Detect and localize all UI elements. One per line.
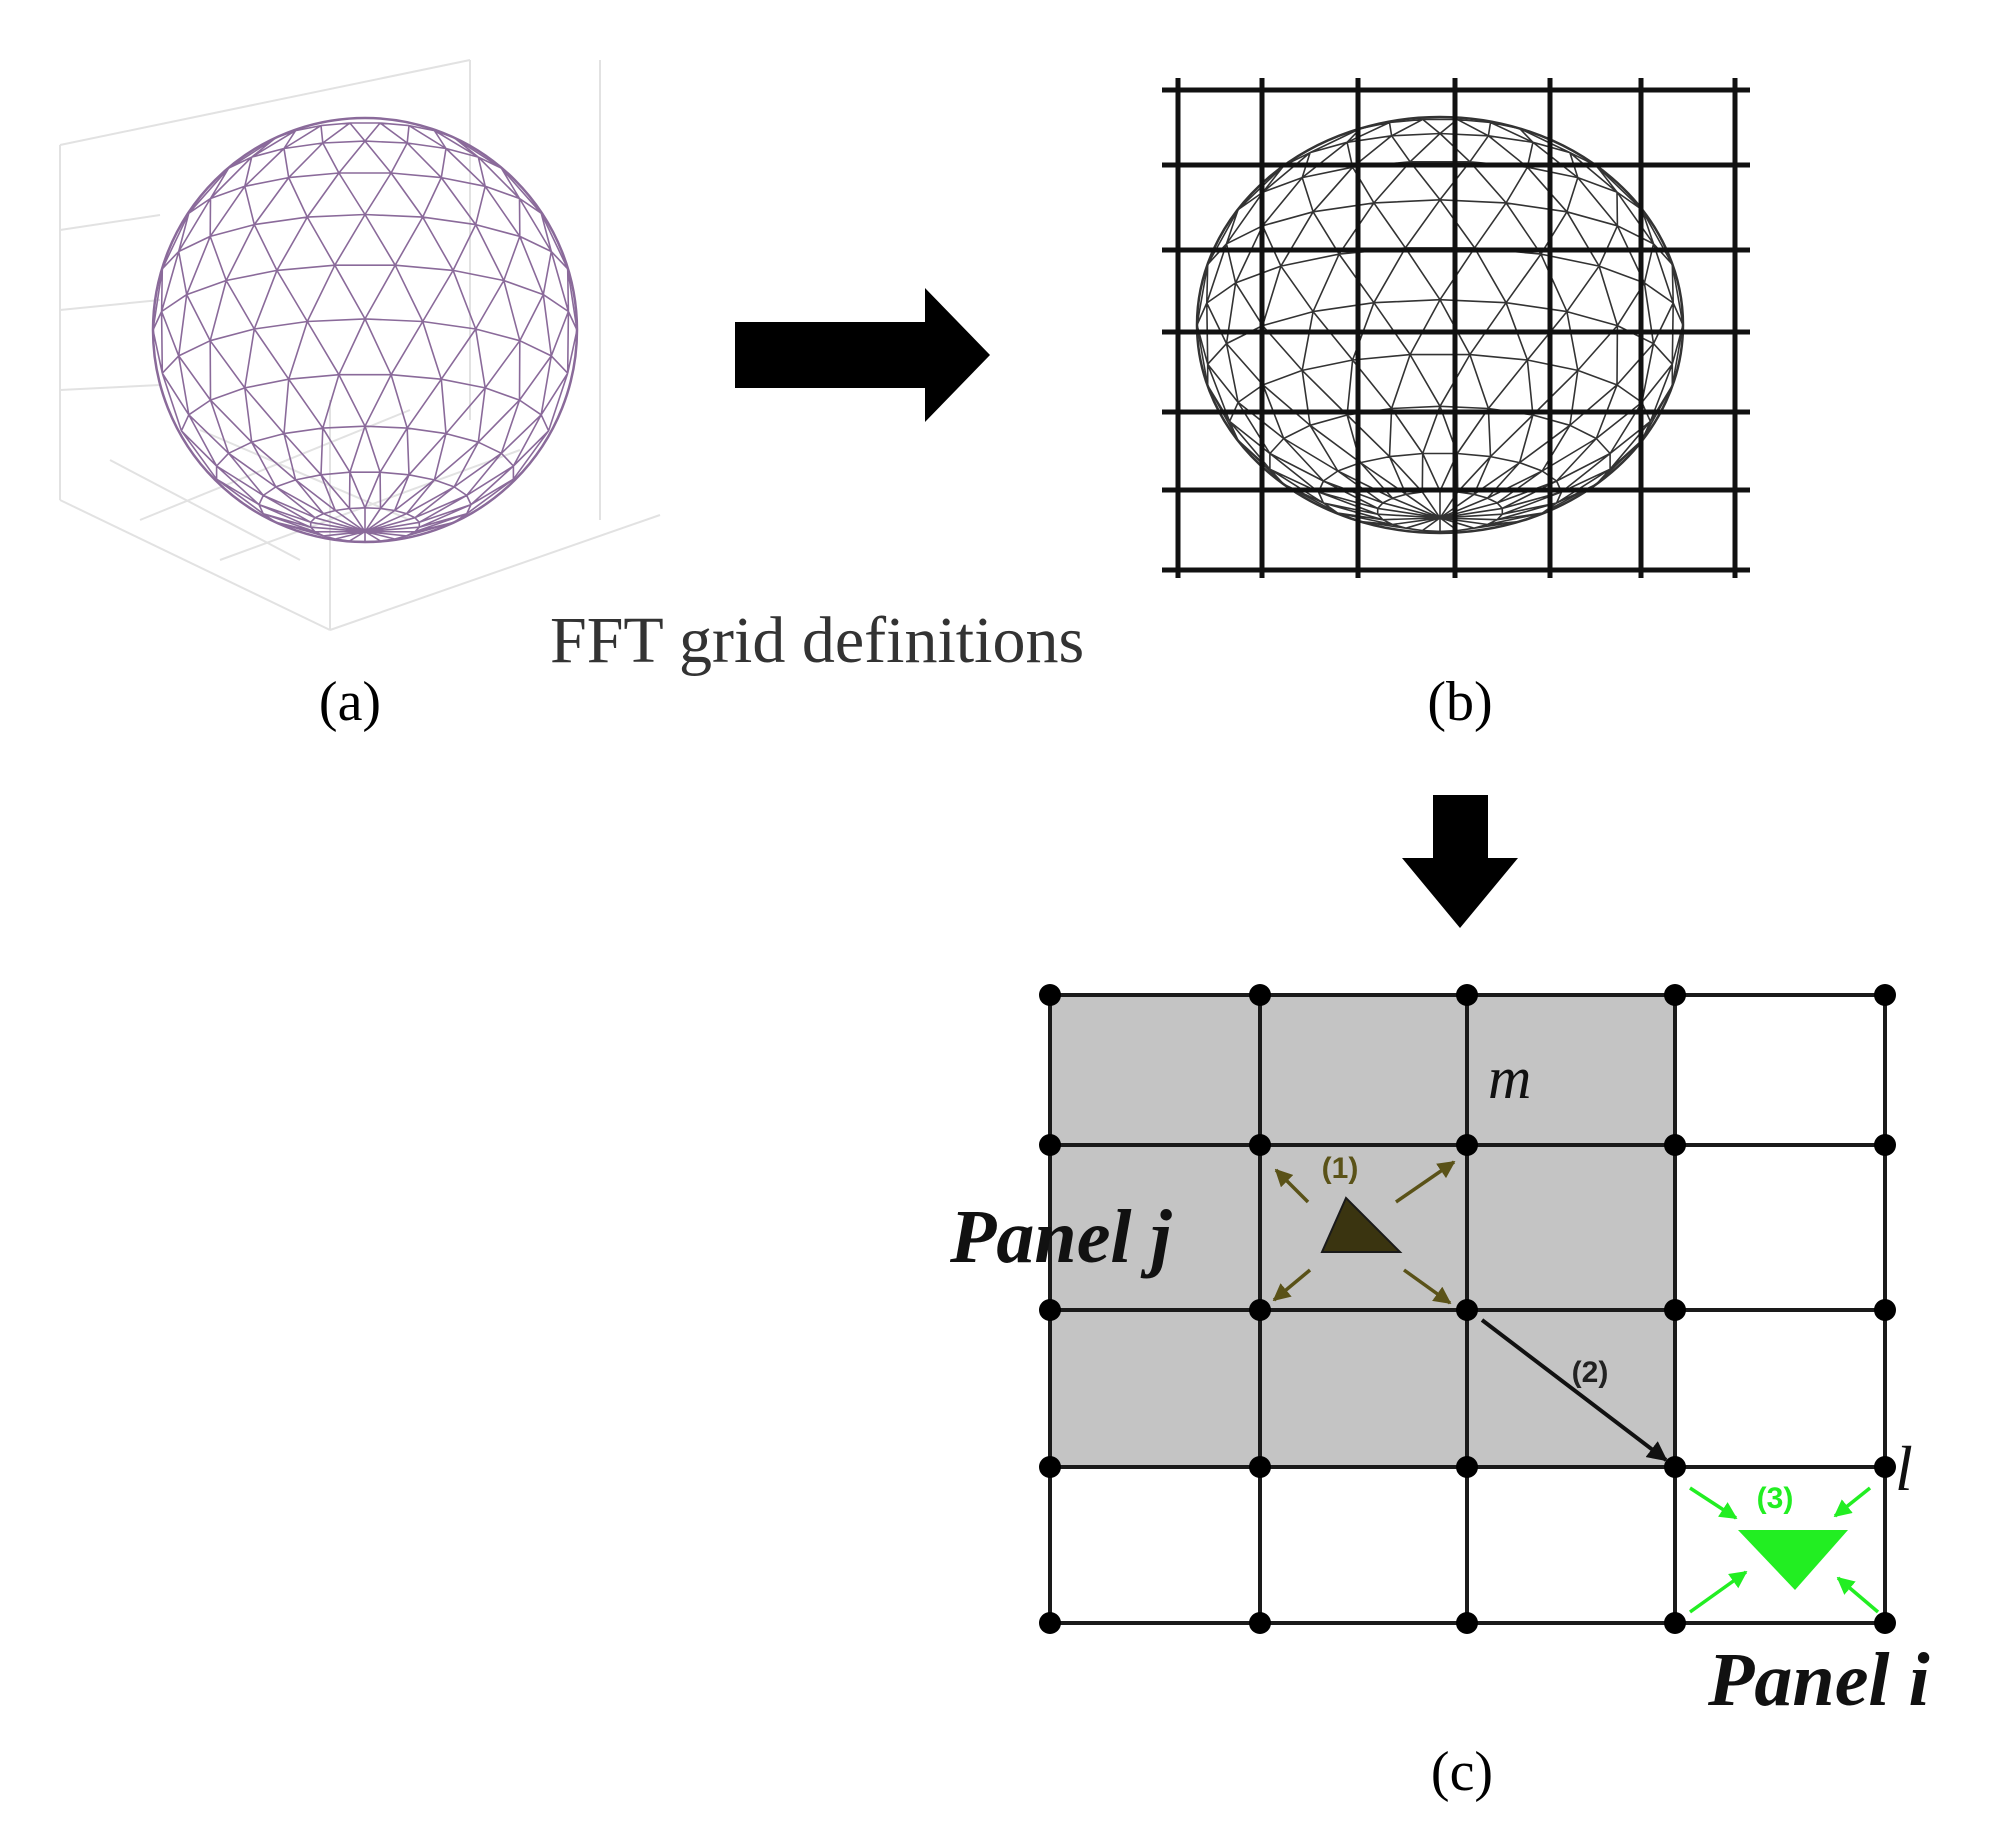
convolution-arrow [1480, 1318, 1668, 1462]
axes-box [59, 59, 661, 631]
panel-b [1162, 78, 1750, 578]
panel-j-label: Panel j [949, 1195, 1173, 1279]
step-1-label: (1) [1322, 1152, 1359, 1185]
source-triangle [1320, 1196, 1403, 1253]
grid-node [1456, 984, 1478, 1006]
projection-arrows [1272, 1160, 1456, 1305]
down-arrow-icon [1402, 795, 1518, 928]
grid-node [1039, 1134, 1061, 1156]
grid-node [1456, 1134, 1478, 1156]
grid-label-l: l [1895, 1433, 1913, 1504]
grid-label-m: m [1488, 1045, 1531, 1111]
right-arrow-icon [735, 288, 990, 422]
grid-node [1456, 1299, 1478, 1321]
grid-node [1249, 1456, 1271, 1478]
grid-node [1249, 1134, 1271, 1156]
grid-node [1249, 984, 1271, 1006]
grid-node [1874, 1134, 1896, 1156]
grid-node [1664, 1134, 1686, 1156]
grid-node [1039, 1299, 1061, 1321]
triangle-mesh [1196, 118, 1684, 533]
grid-node [1039, 1612, 1061, 1634]
grid-node [1456, 1612, 1478, 1634]
grid-node [1874, 1299, 1896, 1321]
step-2-label: (2) [1572, 1356, 1609, 1389]
grid-node [1664, 1612, 1686, 1634]
grid-node [1249, 1612, 1271, 1634]
panel-c: (1) (2) (3) m l Panel j Panel i [949, 984, 1930, 1722]
mesh-edges [1196, 118, 1684, 533]
grid-node [1249, 1299, 1271, 1321]
grid-node [1664, 1456, 1686, 1478]
panel-c-label: (c) [1431, 1741, 1493, 1803]
interpolation-grid [1039, 984, 1896, 1634]
panel-a-label: (a) [319, 671, 381, 733]
grid-node [1664, 1299, 1686, 1321]
grid-node [1039, 984, 1061, 1006]
figure-caption: FFT grid definitions [550, 604, 1084, 677]
panel-i-label: Panel i [1707, 1638, 1930, 1722]
grid-node [1039, 1456, 1061, 1478]
grid-node [1456, 1456, 1478, 1478]
step-3-label: (3) [1757, 1482, 1794, 1515]
fft-grid [1162, 78, 1750, 578]
target-triangle [1738, 1530, 1848, 1590]
grid-node [1874, 1456, 1896, 1478]
grid-node [1664, 984, 1686, 1006]
grid-node [1874, 1612, 1896, 1634]
interpolation-arrows [1688, 1486, 1880, 1614]
grid-node [1874, 984, 1896, 1006]
mesh-edges [152, 122, 578, 543]
panel-a [59, 59, 661, 631]
triangle-mesh [152, 122, 578, 543]
panel-b-label: (b) [1427, 671, 1492, 733]
